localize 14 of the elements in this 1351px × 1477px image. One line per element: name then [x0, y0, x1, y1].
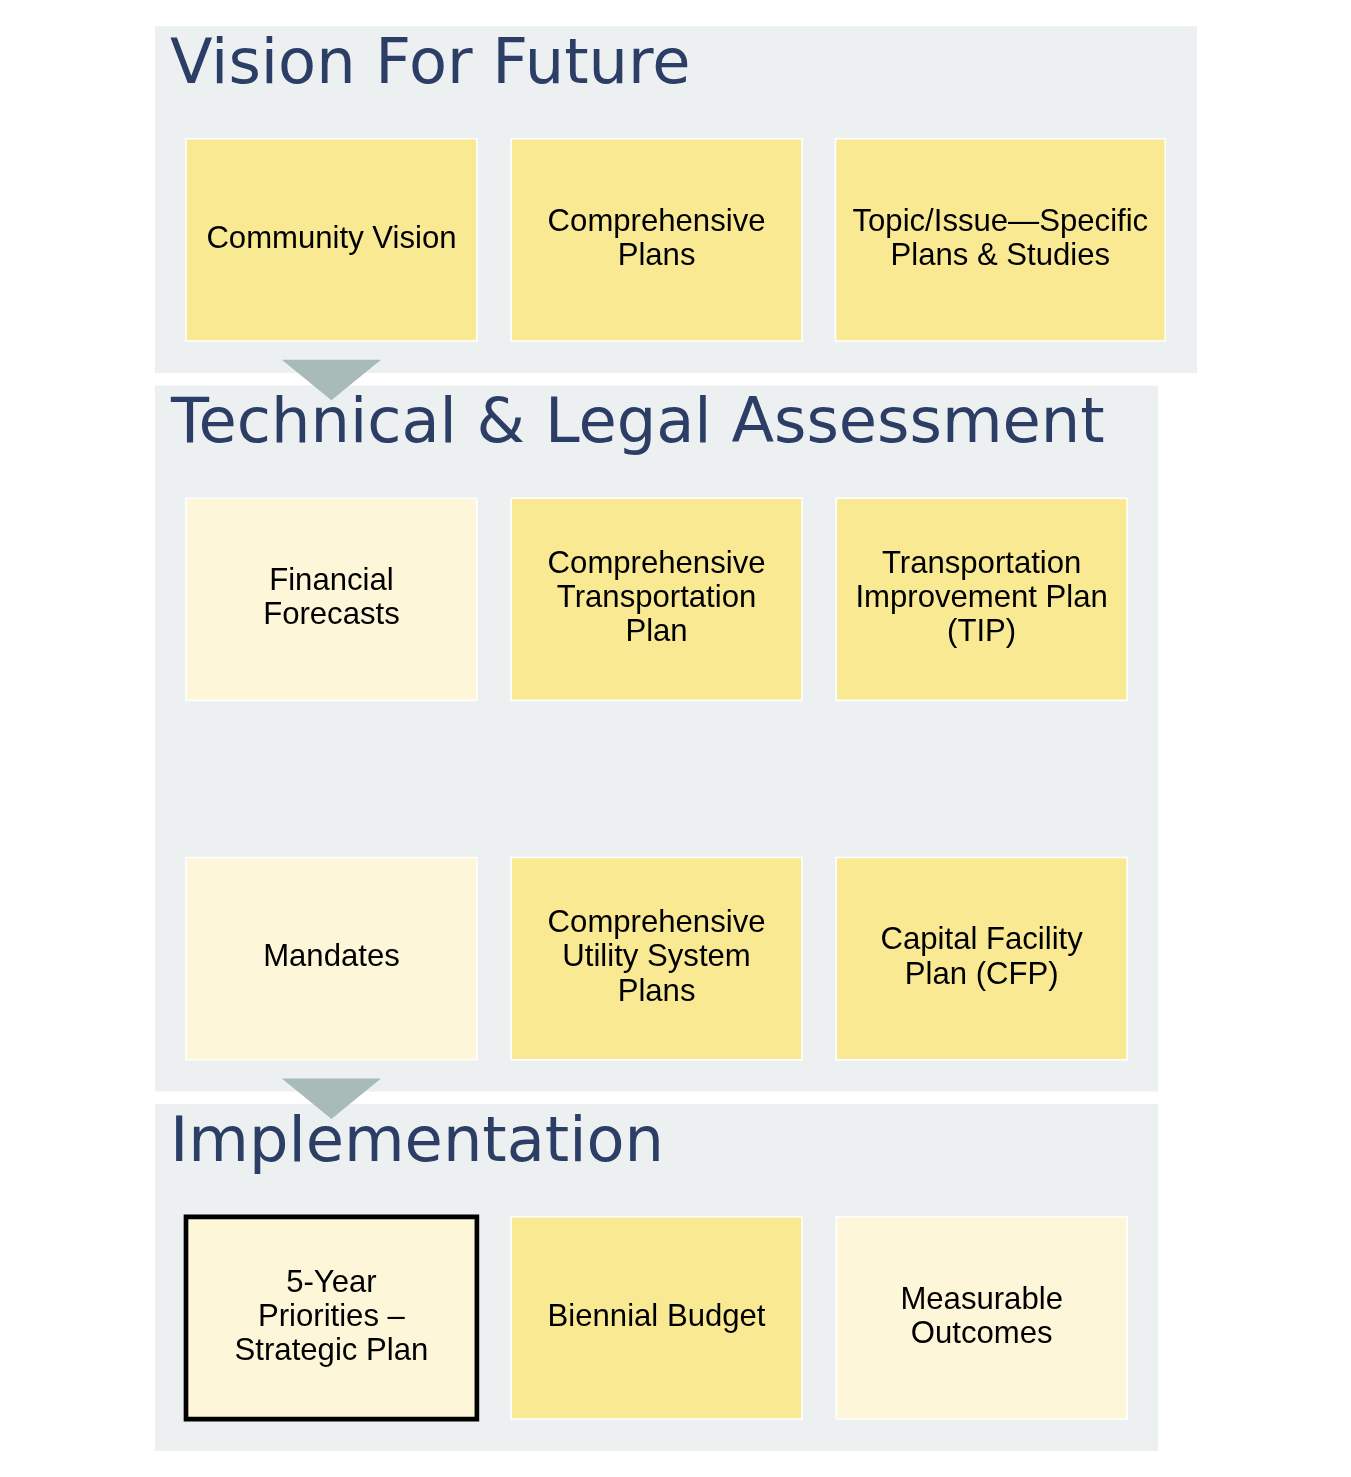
node-box: Community Vision — [184, 138, 478, 342]
node-box: Biennial Budget — [509, 1216, 803, 1420]
node-box: Mandates — [184, 856, 478, 1061]
node-box: 5-Year Priorities – Strategic Plan — [183, 1214, 479, 1422]
arrow — [281, 1078, 381, 1119]
node-box: Measurable Outcomes — [834, 1216, 1128, 1420]
arrow — [281, 359, 381, 401]
node-box: Comprehensive Plans — [509, 138, 803, 342]
node-box: Topic/Issue—Specific Plans & Studies — [834, 138, 1166, 342]
node-box: Capital Facility Plan (CFP) — [834, 856, 1128, 1061]
node-box: Comprehensive Transportation Plan — [509, 497, 803, 702]
node-box: Comprehensive Utility System Plans — [509, 856, 803, 1061]
node-box: Financial Forecasts — [184, 497, 478, 702]
node-box: Transportation Improvement Plan (TIP) — [834, 497, 1128, 702]
